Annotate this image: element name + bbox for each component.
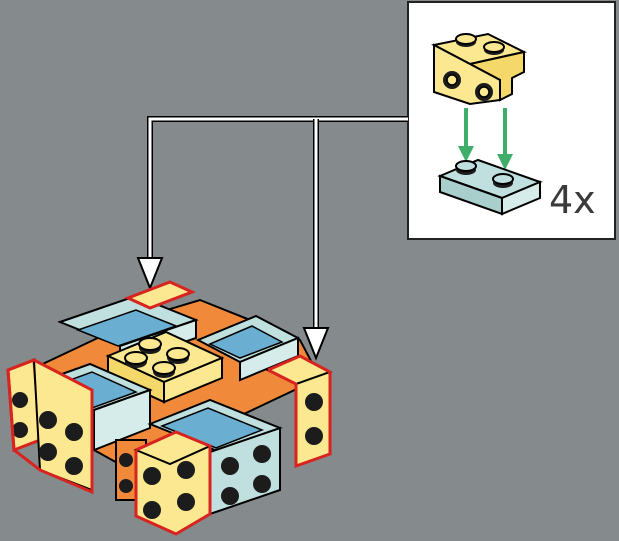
quantity-label: 4x bbox=[549, 178, 596, 222]
callout-panel bbox=[407, 1, 616, 240]
bracket-1x2-icon bbox=[431, 32, 527, 106]
placement-arrows bbox=[136, 116, 408, 361]
down-arrow-icon bbox=[458, 108, 513, 170]
plate-1x2-icon bbox=[437, 158, 543, 216]
lego-model-icon bbox=[6, 280, 333, 536]
